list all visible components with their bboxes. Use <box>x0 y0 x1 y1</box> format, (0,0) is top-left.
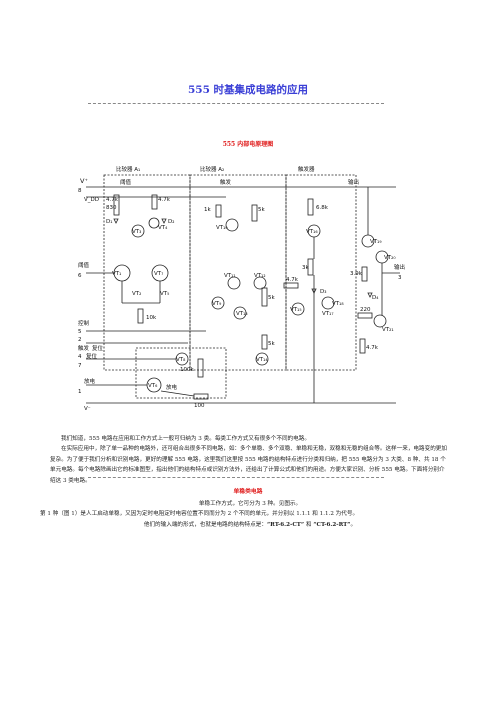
label-r12: 5k <box>268 341 275 347</box>
section-code-1: “RT-6.2-CT” <box>266 521 305 528</box>
label-vt18: VT₁₈ <box>332 301 344 307</box>
pin-3: 3 <box>398 275 402 281</box>
label-vplus: V⁺ <box>80 177 88 185</box>
circuit-diagram: 比较器 A₁ 比较器 A₂ 触发器 阈值 触发 输出 V⁺ 8 V_DD 阈值 … <box>78 165 405 412</box>
label-control-pin: 控制 <box>78 319 90 327</box>
pin-6: 6 <box>78 273 82 279</box>
label-r13: 10k <box>146 315 157 321</box>
label-trigger-top: 触发 <box>220 178 232 186</box>
label-threshold-pin: 阈值 <box>78 261 90 269</box>
label-discharge-pin: 放电 <box>84 377 96 385</box>
label-r9: 3.9k <box>350 271 363 277</box>
label-r6: 5k <box>268 295 275 301</box>
section-end: 。 <box>350 521 357 528</box>
label-vt8: VT₈ <box>176 357 186 363</box>
label-vt14: VT₁₄ <box>256 357 268 363</box>
label-vt3: VT₃ <box>132 229 141 235</box>
label-r10: 220 <box>360 307 371 313</box>
label-vt1: VT₁ <box>112 271 121 277</box>
label-threshold-top: 阈值 <box>120 178 132 186</box>
label-output-top: 输出 <box>348 178 359 186</box>
section-heading: 单稳类电路 <box>233 489 263 495</box>
label-output-pin: 输出 <box>394 263 405 271</box>
label-r15: 100 <box>194 403 205 409</box>
label-r4: 5k <box>258 207 265 213</box>
document-title: 555 时基集成电路的应用 <box>187 84 309 96</box>
label-vminus: V⁻ <box>84 406 91 412</box>
pin-2: 2 <box>78 337 82 343</box>
section-code-2: “CT-6.2-RT” <box>313 521 351 528</box>
section-divider <box>88 477 384 478</box>
label-vt2: VT₂ <box>132 291 141 297</box>
label-vt10: VT₁₀ <box>216 225 228 231</box>
label-vt13: VT₁₃ <box>236 311 248 317</box>
label-comparator-a1: 比较器 A₁ <box>116 165 140 173</box>
section-body: 单稳工作方式，它可分为 3 种。见图示。 第 1 种（图 1）是人工启动单稳，又… <box>40 499 460 530</box>
pin-1: 1 <box>78 389 82 395</box>
label-r1: 4.7k <box>106 197 119 203</box>
label-vt7: VT₇ <box>154 271 163 277</box>
label-d3: D₃ <box>320 289 326 295</box>
label-r5: 6.8k <box>316 205 329 211</box>
label-trigger-block: 触发器 <box>298 165 315 173</box>
intro-paragraphs: 我们知道，555 电路在应用和工作方式上一般可归纳为 3 类。每类工作方式又有很… <box>50 434 450 486</box>
label-vdd: V_DD <box>84 197 99 203</box>
pin-8: 8 <box>78 188 82 194</box>
label-reset-top: 复位 <box>92 344 104 352</box>
label-vt12: VT₁₂ <box>254 273 266 279</box>
section-line-3: 他们的输入端的形式，也就是电路的结构特点是：“RT-6.2-CT” 和 “CT-… <box>40 520 460 530</box>
label-r8: 4.7k <box>286 277 299 283</box>
label-vt15: VT₁₅ <box>290 307 302 313</box>
label-d4: D₄ <box>372 295 379 301</box>
paragraph-1: 我们知道，555 电路在应用和工作方式上一般可归纳为 3 类。每类工作方式又有很… <box>61 436 310 442</box>
label-d2: D₂ <box>168 219 174 225</box>
label-d1: D₁ <box>106 219 112 225</box>
pin-4: 4 <box>78 354 82 360</box>
top-divider <box>88 103 384 104</box>
label-vt11: VT₁₁ <box>224 273 236 279</box>
label-vt9: VT₉ <box>212 301 221 307</box>
label-r3: 1k <box>204 207 211 213</box>
label-r2: 4.7k <box>158 197 171 203</box>
label-r7: 3k <box>302 265 309 271</box>
diagram-caption: 555 内部电原理图 <box>222 141 274 148</box>
section-line-1: 单稳工作方式，它可分为 3 种。见图示。 <box>198 501 302 507</box>
pin-5: 5 <box>78 329 82 335</box>
section-and: 和 <box>304 521 314 528</box>
label-vt5: VT₅ <box>160 291 169 297</box>
label-comparator-a2: 比较器 A₂ <box>200 165 224 173</box>
label-vt4: VT₄ <box>158 225 168 231</box>
label-vt21: VT₂₁ <box>382 327 394 333</box>
section-line-2: 第 1 种（图 1）是人工启动单稳，又因为定时电阻定时电容位置不同而分为 2 个… <box>40 511 359 518</box>
label-r11: 4.7k <box>366 345 379 351</box>
label-r1b: 830 <box>106 205 117 211</box>
pin-7: 7 <box>78 363 82 369</box>
label-vt17: VT₁₇ <box>322 311 334 317</box>
label-vt16: VT₁₆ <box>306 229 318 235</box>
trigger-block-box <box>285 174 357 371</box>
section-line-3-text: 他们的输入端的形式，也就是电路的结构特点是： <box>143 521 267 528</box>
label-vt6: VT₆ <box>148 383 158 389</box>
label-trigger-pin: 触发 <box>78 344 90 352</box>
label-r14: 100k <box>180 367 194 373</box>
label-discharge-bottom: 放电 <box>166 383 178 391</box>
label-vt19: VT₁₉ <box>370 239 382 245</box>
label-reset-pin: 复位 <box>86 352 98 360</box>
paragraph-2: 在实际应用中，除了单一品种的电路外，还可组合出很多不同电路，如：多个单稳、多个双… <box>50 446 447 484</box>
label-vt20: VT₂₀ <box>384 255 396 261</box>
